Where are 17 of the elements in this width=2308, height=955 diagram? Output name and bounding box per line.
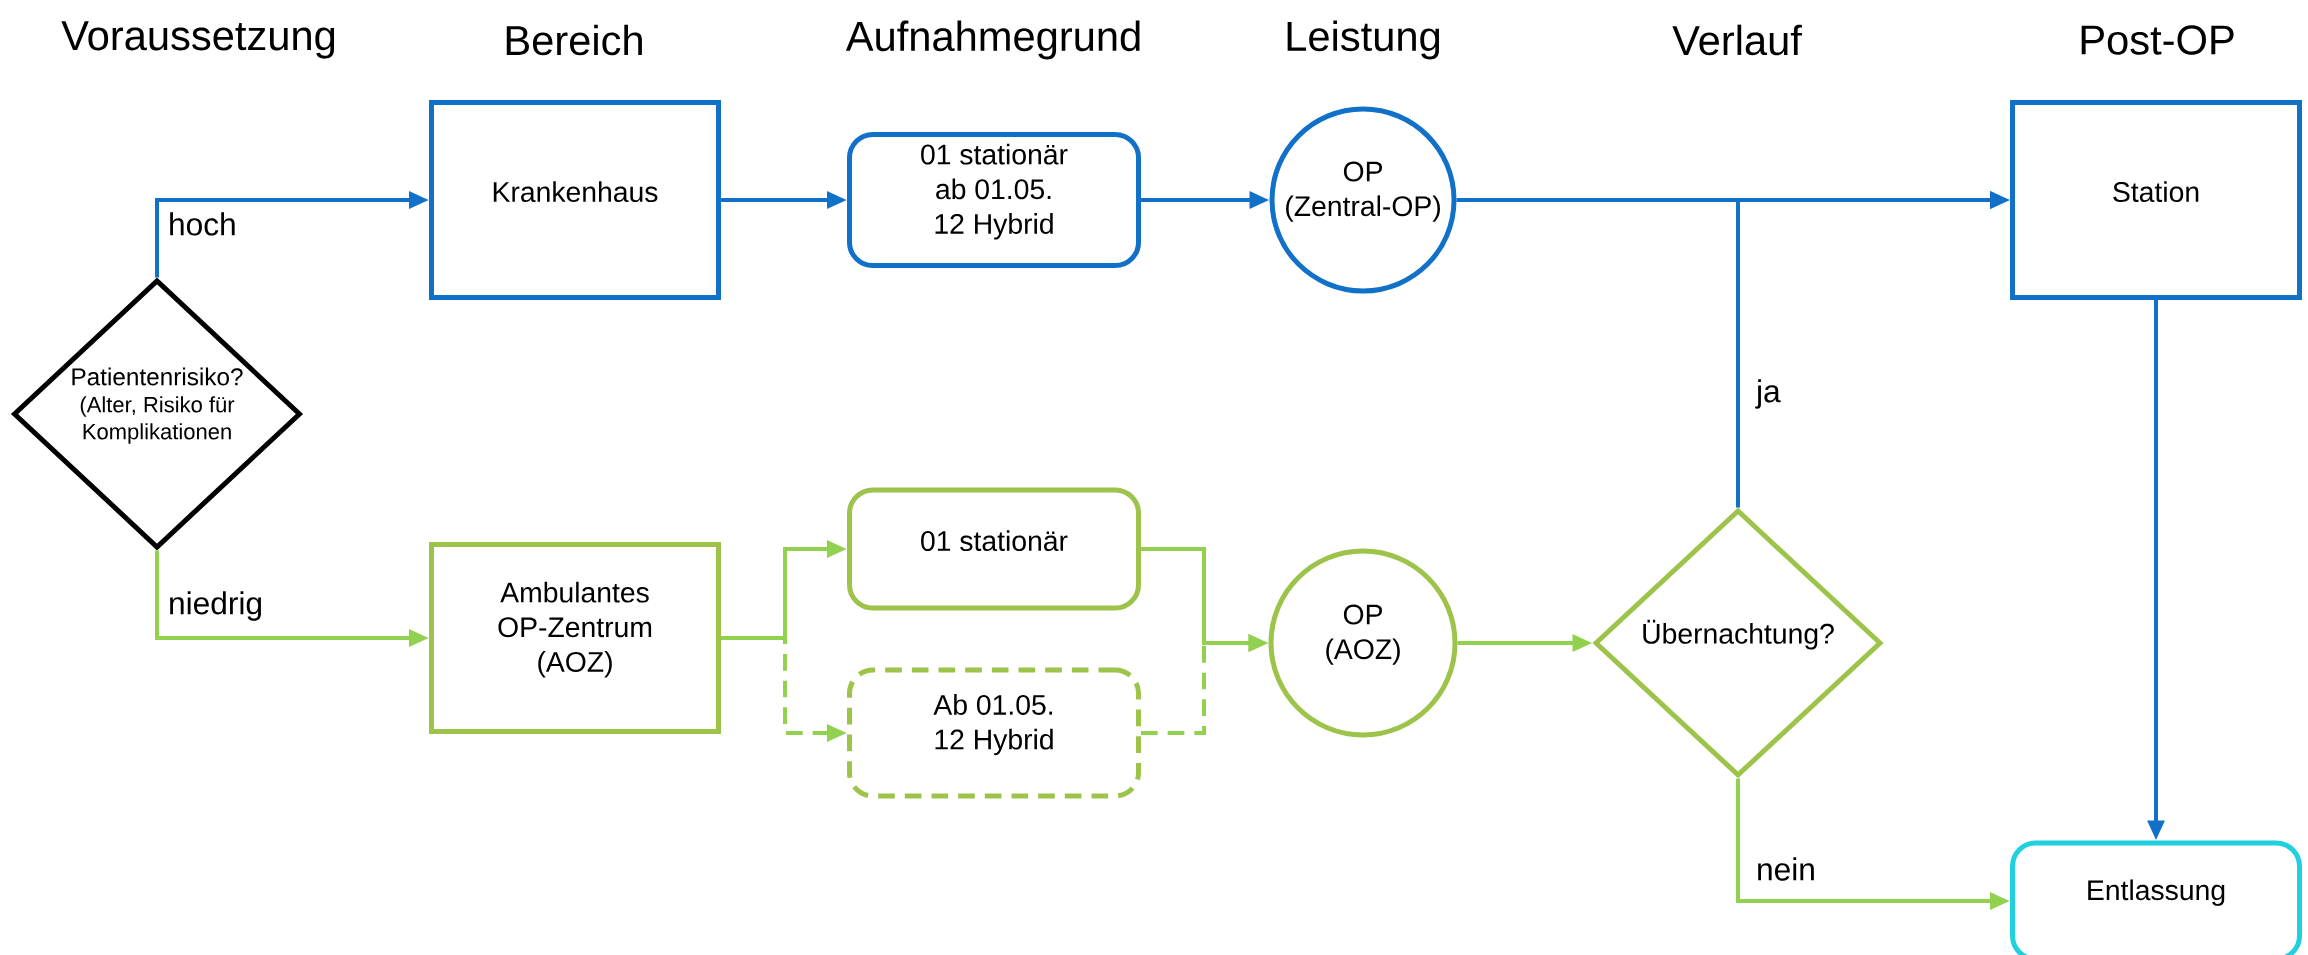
column-heading: Voraussetzung [61,21,335,59]
process-box: Ambulantes OP-Zentrum (AOZ) [429,542,721,734]
column-heading: Aufnahmegrund [845,20,1140,60]
edge-label: nein [1752,854,1820,884]
rounded-box: 01 stationär [847,487,1141,611]
rounded-box: 01 stationär ab 01.05. 12 Hybrid [847,132,1141,268]
rounded-box: Entlassung [2010,840,2302,955]
edge-label: niedrig [164,587,267,625]
rounded-box: Ab 01.05. 12 Hybrid [847,667,1141,799]
edge-label: hoch [164,209,240,239]
process-box: Krankenhaus [429,100,721,300]
column-heading: Post-OP [2081,25,2234,55]
process-box: Station [2010,100,2302,300]
column-heading: Verlauf [1672,24,1802,56]
column-heading: Bereich [506,24,642,56]
column-heading: Leistung [1287,20,1440,60]
edge-label: ja [1752,375,1784,413]
